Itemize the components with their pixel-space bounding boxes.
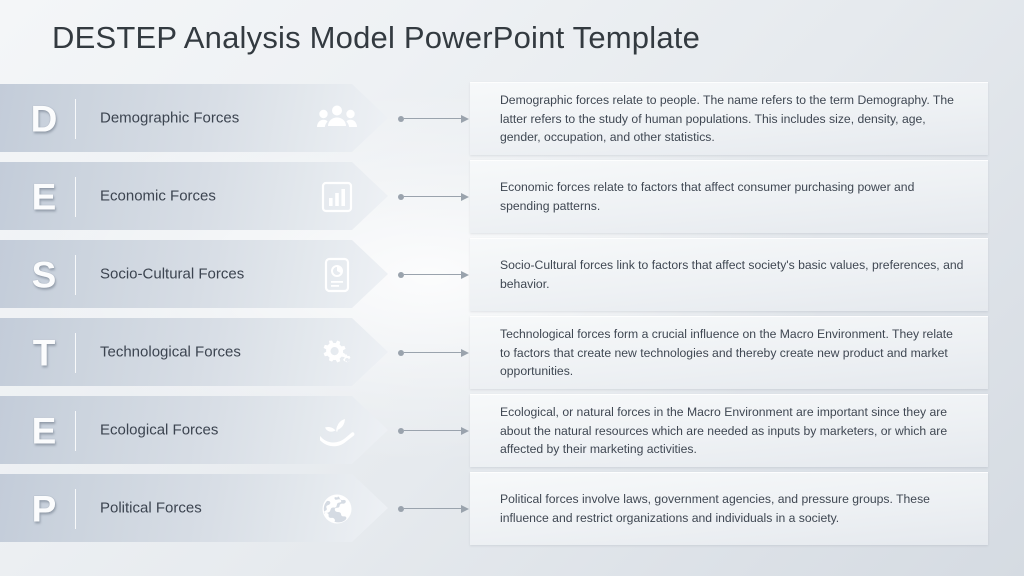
connector-arrow	[398, 270, 470, 280]
description-text: Technological forces form a crucial infl…	[500, 326, 953, 379]
description-text: Socio-Cultural forces link to factors th…	[500, 258, 964, 291]
description-panel: Economic forces relate to factors that a…	[470, 160, 988, 233]
page-title: DESTEP Analysis Model PowerPoint Templat…	[52, 20, 701, 55]
description-panel: Technological forces form a crucial infl…	[470, 316, 988, 389]
row-economic[interactable]: E Economic Forces Economic forces relate…	[0, 158, 1024, 236]
row-technological[interactable]: T Technological Forces Technological for…	[0, 314, 1024, 392]
chevron-shape	[0, 396, 388, 464]
row-letter: E	[31, 176, 57, 218]
destep-rows: D Demographic Forces	[0, 80, 1024, 548]
connector-arrow	[398, 114, 470, 124]
row-divider	[75, 333, 76, 373]
row-divider	[75, 411, 76, 451]
row-label: Socio-Cultural Forces	[100, 265, 245, 283]
row-socio-cultural[interactable]: S Socio-Cultural Forces Socio-Cultural f…	[0, 236, 1024, 314]
connector-arrow	[398, 192, 470, 202]
row-divider	[75, 99, 76, 139]
row-letter: T	[32, 332, 56, 374]
description-panel: Socio-Cultural forces link to factors th…	[470, 238, 988, 311]
chevron-shape	[0, 240, 388, 308]
row-divider	[75, 255, 76, 295]
description-text: Ecological, or natural forces in the Mac…	[500, 404, 948, 457]
row-label: Political Forces	[100, 499, 202, 517]
mobile-analytics-icon	[314, 252, 360, 298]
description-text: Economic forces relate to factors that a…	[500, 180, 915, 213]
row-divider	[75, 177, 76, 217]
hand-plant-icon	[314, 408, 360, 454]
description-panel: Ecological, or natural forces in the Mac…	[470, 394, 988, 467]
row-letter: P	[31, 488, 57, 530]
chevron-shape	[0, 318, 388, 386]
row-political[interactable]: P Political Forces Political forces invo…	[0, 470, 1024, 548]
row-ecological[interactable]: E Ecological Forces Ecological, or natur…	[0, 392, 1024, 470]
row-letter: D	[30, 98, 58, 140]
description-text: Political forces involve laws, governmen…	[500, 492, 930, 525]
description-text: Demographic forces relate to people. The…	[500, 92, 954, 145]
connector-arrow	[398, 348, 470, 358]
row-label: Economic Forces	[100, 187, 216, 205]
row-divider	[75, 489, 76, 529]
row-label: Technological Forces	[100, 343, 241, 361]
globe-icon	[314, 486, 360, 532]
row-demographic[interactable]: D Demographic Forces	[0, 80, 1024, 158]
description-panel: Political forces involve laws, governmen…	[470, 472, 988, 545]
row-label: Demographic Forces	[100, 109, 240, 127]
connector-arrow	[398, 504, 470, 514]
gears-icon	[314, 330, 360, 376]
row-letter: E	[31, 410, 57, 452]
row-letter: S	[31, 254, 57, 296]
bar-chart-icon	[314, 174, 360, 220]
row-label: Ecological Forces	[100, 421, 219, 439]
people-group-icon	[314, 96, 360, 142]
description-panel: Demographic forces relate to people. The…	[470, 82, 988, 155]
connector-arrow	[398, 426, 470, 436]
